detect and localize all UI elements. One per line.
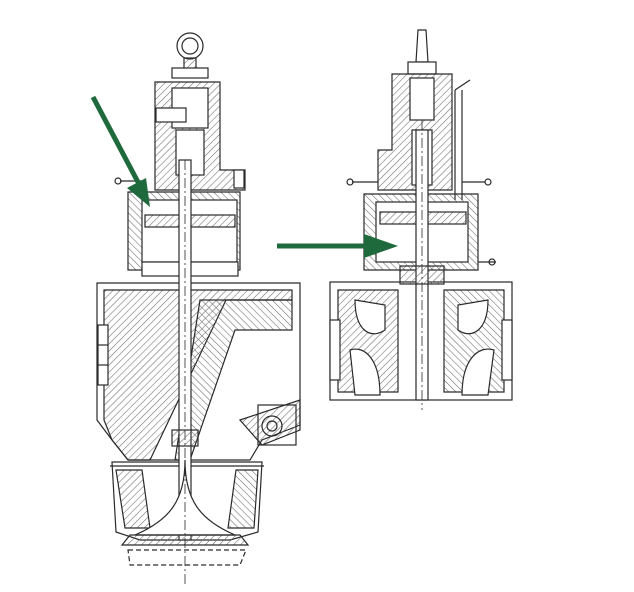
horizontal-arrow: [277, 234, 398, 258]
upper-housing: [346, 73, 492, 200]
diagonal-arrow: [90, 95, 150, 207]
full-valve-section: [96, 32, 301, 585]
partial-valve-section: [329, 29, 513, 410]
top-housing: [154, 81, 246, 191]
actuator-cylinder-right: [363, 193, 496, 271]
stem-collar: [171, 429, 199, 447]
valve-stem-right: [399, 120, 445, 410]
valve-body: [96, 282, 301, 461]
lifting-eye: [171, 32, 209, 79]
top-pin: [407, 29, 437, 75]
